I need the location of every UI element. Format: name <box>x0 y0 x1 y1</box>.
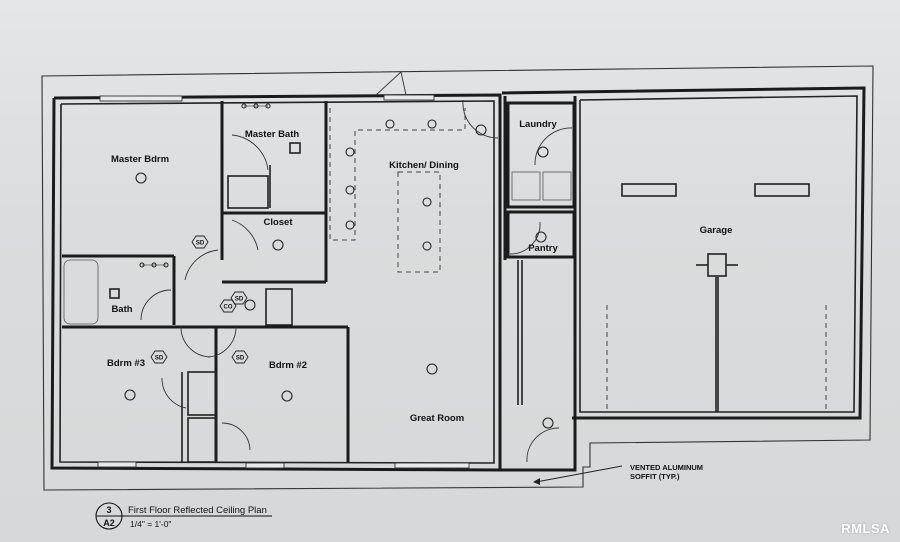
room-label-bdrm3: Bdrm #3 <box>107 358 145 369</box>
window-bdrm2 <box>245 462 285 469</box>
svg-text:SD: SD <box>196 241 205 247</box>
room-label-master-bath: Master Bath <box>245 129 300 140</box>
kitchen-can-light <box>385 119 395 129</box>
drawing-title: First Floor Reflected Ceiling Plan <box>128 505 267 516</box>
kitchen-island <box>397 171 441 273</box>
room-label-pantry: Pantry <box>528 243 558 254</box>
svg-text:VENTED ALUMINUM: VENTED ALUMINUM <box>630 463 703 472</box>
ceiling-light-bdrm3 <box>124 389 136 401</box>
door-swing-bdrm2 <box>207 326 237 358</box>
ceiling-light-great-room <box>426 363 438 375</box>
front-door-swing <box>375 71 407 96</box>
bath-exhaust-fan <box>109 288 120 299</box>
door-swing-master-bdrm <box>184 249 219 281</box>
drawing-scale: 1/4" = 1'-0" <box>130 519 171 529</box>
room-label-kitchen-dining: Kitchen/ Dining <box>389 160 459 171</box>
vanity-light-master-bath <box>241 103 271 109</box>
ceiling-light-closet <box>272 239 284 251</box>
soffit-outline <box>41 65 874 491</box>
room-label-laundry: Laundry <box>519 119 557 130</box>
door-swing-laundry <box>534 127 573 166</box>
bathtub <box>63 259 99 325</box>
smoke-detector-bdrm3: SD <box>150 350 168 364</box>
door-swing-garage-entry <box>462 99 499 139</box>
svg-text:SOFFIT (TYP.): SOFFIT (TYP.) <box>630 472 680 481</box>
kitchen-can-light <box>345 220 355 230</box>
garage-door-opener <box>696 253 738 412</box>
garage-light-fixture-left <box>621 183 677 197</box>
door-swing-pantry <box>509 221 541 255</box>
sheet-number: A2 <box>103 518 115 528</box>
door-swing-bdrm3 <box>180 326 211 358</box>
door-swing-bdrm2-closet <box>221 422 251 451</box>
door-swing-bdrm3-closet <box>161 377 187 409</box>
svg-text:SD: SD <box>155 356 164 362</box>
kitchen-can-light <box>345 185 355 195</box>
exterior-wall-house-inner <box>59 100 495 464</box>
ceiling-light-master-bdrm <box>135 172 147 184</box>
room-label-closet: Closet <box>263 217 293 228</box>
vanity-light-bath <box>139 262 169 268</box>
pantry-room <box>506 210 576 259</box>
door-swing-bath <box>140 289 172 321</box>
co-detector-hall: CO <box>219 299 237 313</box>
garage-light-fixture-right <box>754 183 810 197</box>
svg-text:CO: CO <box>224 305 233 311</box>
dryer <box>542 171 572 201</box>
pendant-light <box>422 197 432 207</box>
ceiling-light-laundry <box>537 146 549 158</box>
window-master-bdrm <box>99 95 183 102</box>
drawing-title-block: 3 A2 First Floor Reflected Ceiling Plan … <box>95 502 272 530</box>
garage-corner-wall <box>500 420 577 472</box>
door-swing-side-entry <box>526 427 560 463</box>
ceiling-light-hall <box>244 299 256 311</box>
ceiling-light-entry <box>542 417 554 429</box>
room-label-bath: Bath <box>111 304 132 315</box>
attic-access-hatch <box>265 288 293 326</box>
master-bath-shower <box>227 175 269 209</box>
window-kitchen <box>383 94 435 101</box>
door-swing-closet <box>231 219 259 251</box>
washer <box>511 171 541 201</box>
svg-text:SD: SD <box>235 297 244 303</box>
ceiling-light-bdrm2 <box>281 390 293 402</box>
watermark-logo: RMLSA <box>841 521 890 536</box>
room-label-great-room: Great Room <box>410 413 464 424</box>
kitchen-can-light <box>427 119 437 129</box>
smoke-detector-master-bdrm: SD <box>191 235 209 249</box>
kitchen-cabinets <box>329 108 466 241</box>
kitchen-can-light <box>345 147 355 157</box>
soffit-callout: VENTED ALUMINUM SOFFIT (TYP.) <box>533 463 703 485</box>
room-label-master-bdrm: Master Bdrm <box>111 154 169 165</box>
exterior-wall-garage-inner <box>579 95 858 413</box>
ceiling-light-pantry <box>535 231 547 243</box>
laundry-room <box>506 101 576 209</box>
detail-number: 3 <box>106 505 111 515</box>
bdrm3-closet <box>187 371 217 416</box>
svg-text:SD: SD <box>236 356 245 362</box>
master-bath-exhaust-fan <box>289 142 301 154</box>
bdrm2-closet <box>187 417 217 463</box>
pendant-light <box>422 241 432 251</box>
window-bdrm3 <box>97 461 137 468</box>
window-great-room <box>394 462 470 469</box>
door-swing-master-bath <box>231 134 269 171</box>
room-label-garage: Garage <box>700 225 733 236</box>
room-label-bdrm2: Bdrm #2 <box>269 360 307 371</box>
exterior-wall-garage <box>501 86 866 420</box>
smoke-detector-bdrm2: SD <box>231 350 249 364</box>
